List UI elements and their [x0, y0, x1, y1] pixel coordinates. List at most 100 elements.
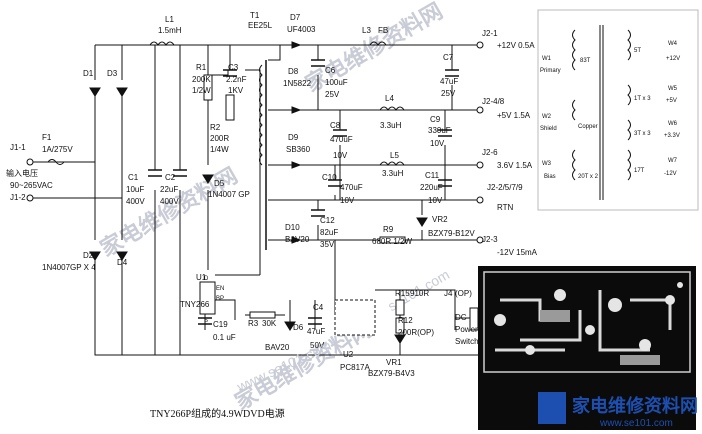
c4-value: 47uF [307, 327, 325, 336]
d8-ref: D8 [288, 67, 299, 76]
c8-voltage: 10V [333, 151, 348, 160]
winding-w2: W2 [542, 114, 552, 120]
c6-value: 100uF [325, 78, 348, 87]
winding-bias: Bias [544, 174, 556, 180]
l4-value: 3.3uH [380, 121, 402, 130]
vr1-ref: VR1 [386, 358, 402, 367]
c11-value: 220uF [420, 183, 443, 192]
c2-ref: C2 [165, 173, 176, 182]
c11-ref: C11 [425, 171, 440, 180]
r2-ref: R2 [210, 123, 221, 132]
pcb-layout-image [478, 266, 696, 430]
diode-symbol [291, 106, 302, 114]
r12-ref: R12 [398, 316, 413, 325]
resistor-r15 [395, 299, 405, 316]
resistor-r3 [249, 311, 276, 319]
winding-w5: W5 [668, 86, 678, 92]
ic-u1 [199, 281, 216, 315]
winding-w6: W6 [668, 121, 678, 127]
u1-pin-s: S [204, 318, 208, 324]
input-label: 输入电压 [6, 168, 38, 178]
input-range: 90~265VAC [10, 181, 53, 190]
output-pin: J2-1 [482, 29, 498, 38]
l3-ref: L3 [362, 26, 371, 35]
c3-ref: C3 [228, 63, 239, 72]
winding-diagram: W1 Primary W2 Shield W3 Bias 83T Copper … [537, 9, 699, 211]
c6-voltage: 25V [325, 90, 340, 99]
l5-value: 3.3uH [382, 169, 404, 178]
inductor-l3 [369, 41, 387, 46]
vr2-part: BZX79-B12V [428, 229, 475, 238]
c12-ref: C12 [320, 216, 335, 225]
c19-ref: C19 [213, 320, 228, 329]
fuse-symbol [47, 159, 65, 165]
output-labels: J2-1 +12V 0.5A J2-4/8 +5V 1.5A J2-6 3.6V… [482, 29, 538, 257]
r2-value: 200R [210, 134, 229, 143]
fuse-rating: 1A/275V [42, 145, 73, 154]
d4-ref: D4 [117, 258, 128, 267]
terminal-circle [476, 41, 484, 49]
d3-ref: D3 [107, 69, 118, 78]
c9-value: 330uF [428, 126, 451, 135]
winding-5v: +5V [666, 98, 677, 104]
output-pin: J2-6 [482, 148, 498, 157]
zener-symbol [416, 217, 428, 227]
diode-symbol [89, 251, 101, 261]
c12-voltage: 35V [320, 240, 335, 249]
r3-ref: R3 [248, 319, 259, 328]
diode-symbol [116, 87, 128, 97]
output-pin: J2-2/5/7/9 [487, 183, 523, 192]
d6-ref: D6 [293, 323, 304, 332]
c4-voltage: 50V [310, 341, 325, 350]
turns-primary: 83T [580, 58, 591, 64]
l4-ref: L4 [385, 94, 394, 103]
capacitors [148, 59, 459, 325]
c10-ref: C10 [322, 173, 337, 182]
turns-5v: 1T x 3 [634, 96, 651, 102]
site-logo: 家电维修资料网 www.se101.com [538, 392, 698, 429]
wiring [30, 44, 480, 356]
u1-pin-en: EN [216, 286, 224, 292]
c9-voltage: 10V [430, 139, 445, 148]
r15-ref: R15 [395, 289, 410, 298]
d5-ref: D5 [214, 179, 225, 188]
u1-pin-bp: BP [216, 296, 224, 302]
l5-ref: L5 [390, 151, 399, 160]
c1-ref: C1 [128, 173, 139, 182]
c10-voltage: 10V [340, 196, 355, 205]
winding-frame [537, 9, 699, 211]
r1-ref: R1 [196, 63, 207, 72]
l1-ref: L1 [165, 15, 174, 24]
terminal-circle [476, 196, 484, 204]
u1-pin-d: D [204, 276, 209, 282]
inductor-l4 [379, 106, 405, 111]
t1-ref: T1 [250, 11, 260, 20]
output-label: -12V 15mA [497, 248, 538, 257]
t1-part: EE25L [248, 21, 273, 30]
diode-symbol [291, 41, 302, 49]
l1-value: 1.5mH [158, 26, 182, 35]
c6-ref: C6 [325, 66, 336, 75]
diode-symbol [89, 87, 101, 97]
diode-symbol [284, 321, 296, 331]
terminal-circle [476, 236, 484, 244]
component-labels: L1 1.5mH T1 EE25L D7 UF4003 L3 FB R1 200… [6, 11, 479, 378]
r12-value: 200R(OP) [398, 328, 434, 337]
resistors [203, 74, 406, 334]
d2-ref: D2 [83, 251, 94, 260]
watermark-text: 家电维修资料网 [301, 0, 447, 97]
c9-ref: C9 [430, 115, 441, 124]
j4-ref: J4 [444, 289, 453, 298]
output-pin: J2-4/8 [482, 97, 505, 106]
inductor-l1 [149, 41, 175, 46]
resistor-r1 [203, 74, 213, 101]
logo-icon [538, 392, 566, 424]
c4-ref: C4 [313, 303, 324, 312]
logo-text: 家电维修资料网 [572, 395, 698, 416]
d7-ref: D7 [290, 13, 301, 22]
j4-line2: Power [455, 325, 478, 334]
d10-part: BAV20 [285, 235, 310, 244]
turns-33v: 3T x 3 [634, 131, 651, 137]
diodes [89, 41, 428, 344]
